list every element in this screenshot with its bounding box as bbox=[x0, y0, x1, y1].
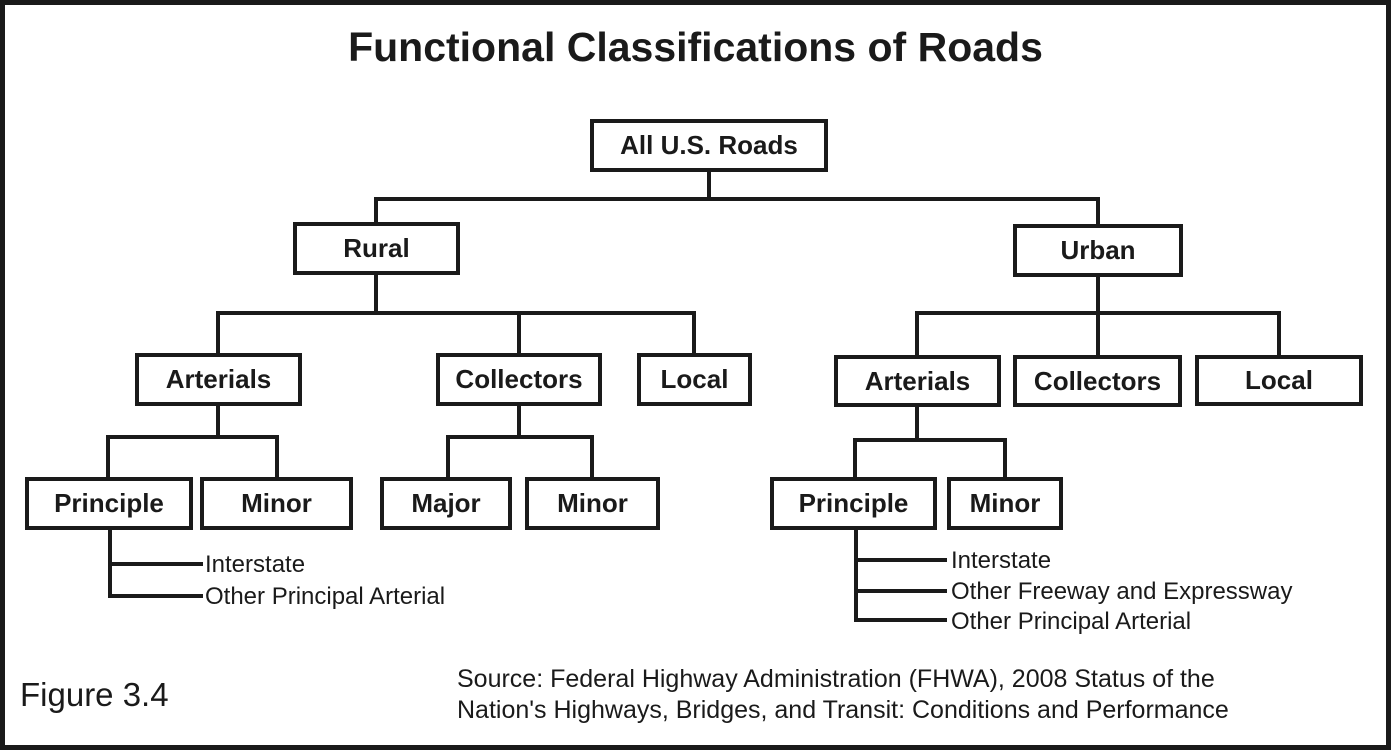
node-rural-local: Local bbox=[637, 353, 752, 406]
leaf-urban-other-principal-arterial: Other Principal Arterial bbox=[951, 608, 1192, 635]
diagram-title: Functional Classifications of Roads bbox=[348, 24, 1043, 70]
node-rural-principle: Principle bbox=[25, 477, 193, 530]
connector-rural-collectors-to-children bbox=[446, 405, 594, 477]
connector-urban-arterials-to-children bbox=[853, 407, 1007, 478]
figure-label: Figure 3.4 bbox=[20, 676, 169, 713]
node-rural-arterials: Arterials bbox=[135, 353, 302, 406]
node-all-us-roads: All U.S. Roads bbox=[590, 119, 828, 172]
source-line-1: Source: Federal Highway Administration (… bbox=[457, 665, 1215, 693]
node-urban-principle: Principle bbox=[770, 477, 937, 530]
connector-urban-to-children bbox=[915, 277, 1281, 355]
connector-rural-arterials-to-children bbox=[106, 404, 279, 477]
leaf-urban-interstate: Interstate bbox=[951, 547, 1052, 574]
node-rural-collectors: Collectors bbox=[436, 353, 602, 406]
node-urban-minor: Minor bbox=[947, 477, 1063, 530]
node-urban: Urban bbox=[1013, 224, 1183, 277]
connector-urban-principle-leaves bbox=[854, 529, 947, 622]
node-urban-local: Local bbox=[1195, 355, 1363, 406]
connector-rural-to-children bbox=[216, 275, 696, 353]
leaf-rural-interstate: Interstate bbox=[205, 551, 306, 578]
node-rural-arterials-minor: Minor bbox=[200, 477, 353, 530]
leaf-rural-other-principal-arterial: Other Principal Arterial bbox=[205, 583, 446, 610]
node-rural-collectors-minor: Minor bbox=[525, 477, 660, 530]
node-rural: Rural bbox=[293, 222, 460, 275]
connector-rural-principle-leaves bbox=[108, 529, 203, 598]
source-attribution: Source: Federal Highway Administration (… bbox=[457, 664, 1229, 726]
connector-root-to-rural-urban bbox=[374, 172, 1100, 224]
node-urban-collectors: Collectors bbox=[1013, 355, 1182, 407]
node-rural-collectors-major: Major bbox=[380, 477, 512, 530]
node-urban-arterials: Arterials bbox=[834, 355, 1001, 407]
source-line-2: Nation's Highways, Bridges, and Transit:… bbox=[457, 696, 1229, 724]
leaf-urban-other-freeway-expressway: Other Freeway and Expressway bbox=[951, 578, 1293, 605]
